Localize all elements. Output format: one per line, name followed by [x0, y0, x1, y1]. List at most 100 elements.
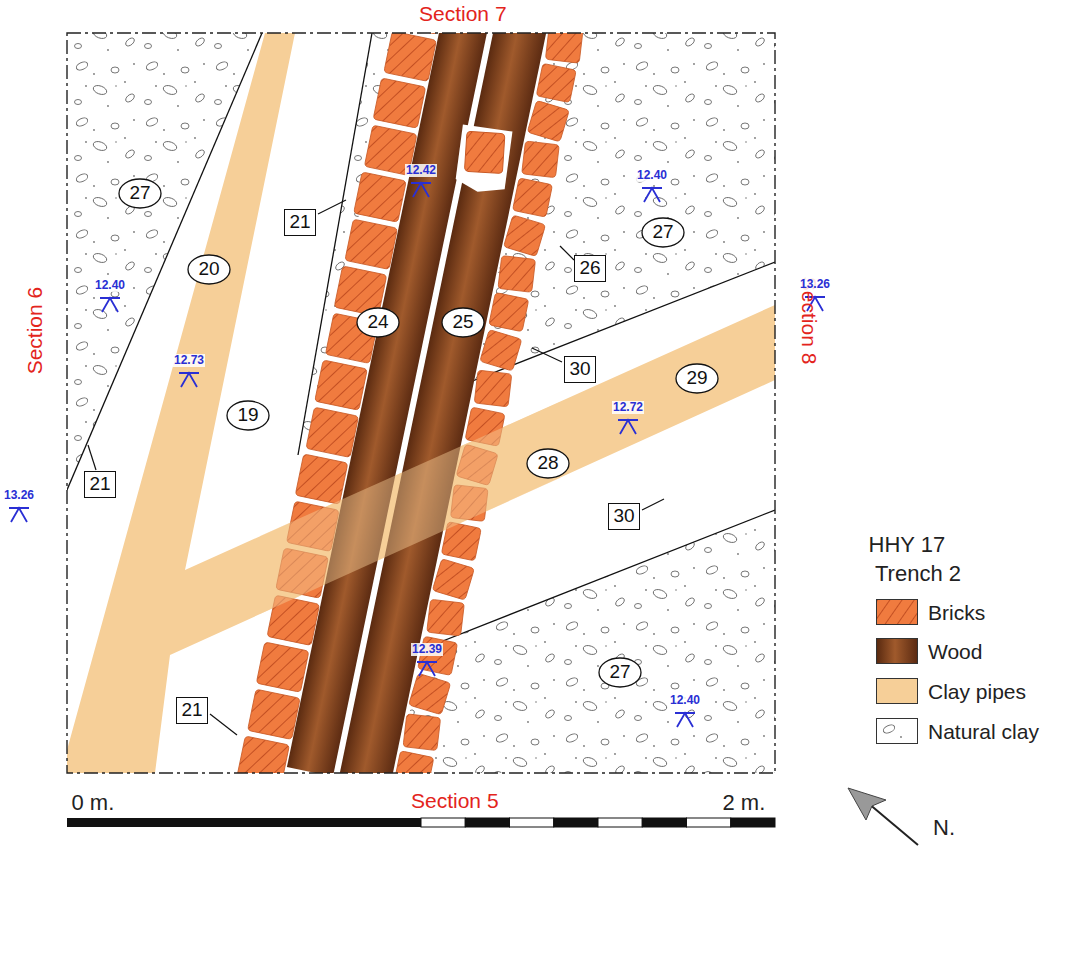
level-value: 12.39: [411, 643, 443, 656]
level-symbol: [675, 713, 695, 727]
swatch-clay: [877, 719, 917, 743]
level-symbol: [417, 662, 437, 676]
plan-area: [67, 33, 775, 773]
context-number: 28: [537, 453, 558, 474]
swatch-texture: [877, 719, 917, 743]
legend-text: Clay pipes: [928, 680, 1026, 703]
level-symbol: [9, 508, 29, 522]
scale-segment: [642, 818, 686, 827]
leader-line: [560, 246, 574, 260]
context-number: 19: [237, 405, 258, 426]
swatch-hatch: [877, 600, 917, 624]
brick: [522, 141, 560, 178]
scale-segment: [510, 818, 554, 827]
brick: [409, 673, 451, 714]
level-value: 13.26: [799, 278, 831, 291]
context-circle: 27: [598, 657, 642, 688]
brick: [545, 33, 583, 63]
legend-text: Wood: [928, 640, 982, 663]
scale-segment: [687, 818, 731, 827]
scale-bar: [67, 818, 775, 827]
legend-text: Bricks: [928, 601, 985, 624]
leader-line: [318, 200, 346, 214]
natural-clay: [400, 510, 775, 773]
brick: [373, 78, 426, 128]
brick: [403, 714, 441, 751]
context-number: 21: [289, 212, 310, 233]
context-circle: 24: [356, 307, 400, 338]
brick: [498, 256, 536, 293]
brick: [504, 215, 546, 256]
brick: [315, 360, 368, 410]
context-box: 21: [176, 697, 208, 724]
context-number: 29: [686, 368, 707, 389]
context-outline: [188, 255, 230, 284]
clay-pipe-under-wall: [260, 402, 560, 614]
scale-segment: [421, 818, 465, 827]
context-outline: [599, 658, 641, 687]
context-number: 27: [652, 222, 673, 243]
level-markers: [9, 183, 825, 727]
legend-swatch: [876, 678, 918, 704]
brick: [256, 642, 309, 692]
context-number: 24: [367, 312, 388, 333]
leader-line: [210, 714, 237, 735]
context-number: 30: [613, 506, 634, 527]
scale-label: 0 m.: [72, 791, 115, 815]
context-circle: 20: [187, 254, 231, 285]
context-circle: 27: [641, 217, 685, 248]
context-number: 30: [569, 359, 590, 380]
brick: [345, 219, 398, 269]
brick: [295, 454, 348, 504]
context-outline: [527, 449, 569, 478]
leader-line: [88, 445, 96, 470]
context-number: 21: [181, 700, 202, 721]
level-symbol: [179, 373, 199, 387]
brick: [432, 559, 474, 600]
brick: [354, 172, 407, 222]
level-value: 13.26: [3, 489, 35, 502]
scale-label: 2 m.: [723, 791, 766, 815]
level-value: 12.40: [94, 279, 126, 292]
swatch-texture: [877, 639, 917, 663]
brick: [237, 736, 290, 773]
legend-text: Natural clay: [928, 720, 1039, 743]
context-box: 26: [574, 255, 606, 282]
plan-title: Trench 2: [875, 562, 961, 586]
brick: [474, 370, 512, 407]
north-label: N.: [933, 816, 955, 840]
scale-segment: [598, 818, 642, 827]
level-value: 12.73: [173, 354, 205, 367]
swatch-texture: [877, 679, 917, 703]
context-box: 30: [608, 503, 640, 530]
plan-title: HHY 17: [869, 533, 946, 557]
trench-edge: [67, 33, 775, 773]
context-box: 21: [284, 209, 316, 236]
brick: [394, 751, 434, 773]
brick: [489, 293, 529, 332]
level-value: 12.72: [612, 401, 644, 414]
level-symbol: [100, 298, 120, 312]
brick: [427, 599, 465, 636]
swatch-texture: [877, 600, 917, 624]
section-label: Section 6: [23, 286, 46, 374]
context-box: 30: [564, 356, 596, 383]
scale-segment: [465, 818, 509, 827]
context-circle: 29: [675, 363, 719, 394]
scale-segment: [731, 818, 775, 827]
brick: [306, 407, 359, 457]
section-label: Section 5: [411, 789, 499, 812]
brick: [480, 330, 522, 371]
legend-swatch: [876, 638, 918, 664]
context-number: 21: [89, 474, 110, 495]
level-value: 12.40: [669, 694, 701, 707]
level-value: 12.40: [636, 169, 668, 182]
level-symbol: [642, 188, 662, 202]
context-box: 21: [84, 471, 116, 498]
wood-beam: [339, 33, 552, 773]
context-number: 27: [609, 662, 630, 683]
leader-line: [642, 499, 664, 510]
brick: [527, 100, 569, 141]
